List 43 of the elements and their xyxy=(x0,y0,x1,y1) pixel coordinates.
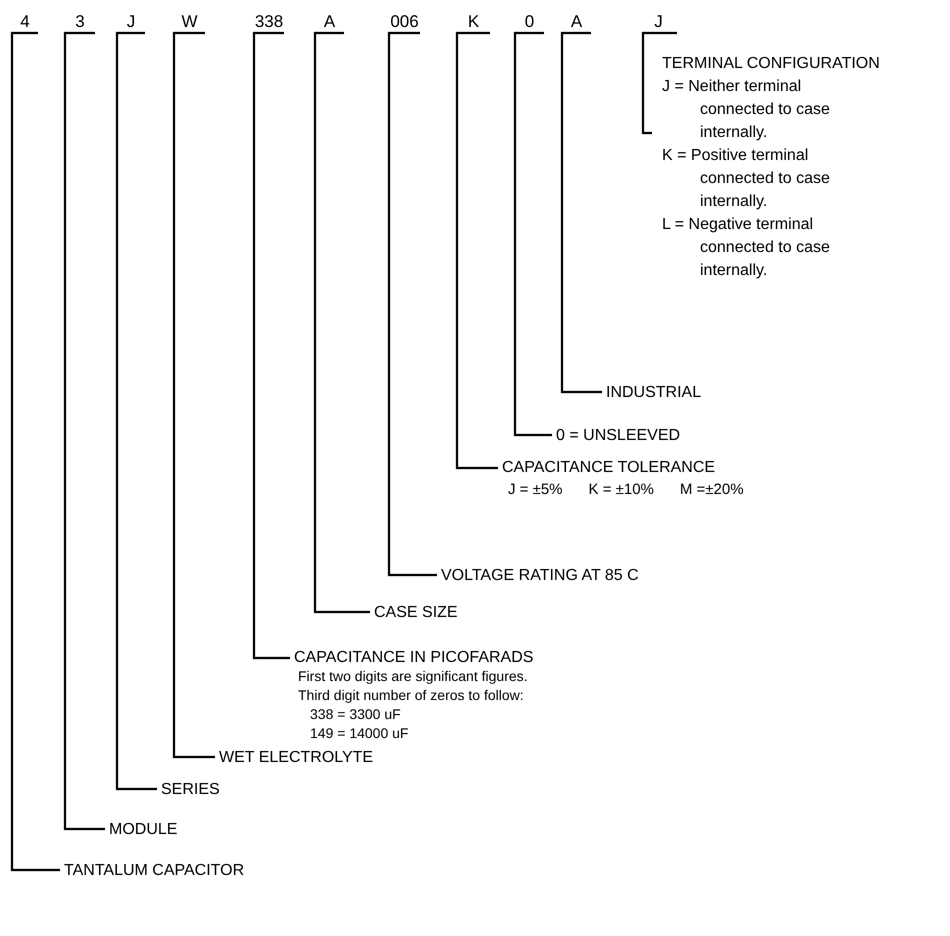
field-description: CAPACITANCE TOLERANCE xyxy=(502,458,716,478)
code-option: J = ±5% xyxy=(508,478,563,500)
code-character: 006 xyxy=(389,12,420,31)
code-character: A xyxy=(562,12,591,31)
leader-line xyxy=(314,32,370,614)
leader-line xyxy=(64,32,105,830)
field-description: VOLTAGE RATING AT 85 C xyxy=(437,564,639,586)
code-character: K xyxy=(457,12,490,31)
field-description: WET ELECTROLYTE xyxy=(215,746,374,768)
leader-line xyxy=(10,32,60,872)
code-character: 338 xyxy=(254,12,284,31)
field-description: INDUSTRIAL xyxy=(602,380,702,404)
leader-line xyxy=(642,32,677,134)
note-text: Third digit number of zeros to follow: xyxy=(297,686,525,705)
code-option: J = Neither terminal connected to case internally. xyxy=(662,74,847,144)
code-option: M =±20% xyxy=(680,478,744,500)
field-description: MODULE xyxy=(105,818,178,840)
code-character: 0 xyxy=(515,12,544,31)
code-character: 4 xyxy=(12,12,38,31)
code-option: K = Positive terminal connected to case internally. xyxy=(662,144,847,212)
leader-line xyxy=(514,32,552,436)
code-character: J xyxy=(640,12,677,31)
code-character: W xyxy=(174,12,205,31)
leader-line xyxy=(252,32,290,660)
leader-line xyxy=(172,32,215,758)
code-character: J xyxy=(117,12,145,31)
code-character: 3 xyxy=(65,12,95,31)
field-description: TERMINAL CONFIGURATION xyxy=(662,54,880,74)
code-character: A xyxy=(315,12,344,31)
field-description: 0 = UNSLEEVED xyxy=(552,424,680,446)
code-option: L = Negative terminal connected to case internally. xyxy=(662,212,847,282)
field-description: CASE SIZE xyxy=(370,600,458,624)
code-option: K = ±10% xyxy=(588,478,654,500)
leader-line xyxy=(388,32,437,576)
example-text: 338 = 3300 uF xyxy=(309,705,402,724)
leader-line xyxy=(456,32,498,470)
note-text: First two digits are significant figures. xyxy=(297,667,529,686)
leader-line xyxy=(116,32,157,790)
field-description: TANTALUM CAPACITOR xyxy=(60,858,244,882)
leader-line xyxy=(560,32,602,394)
example-text: 149 = 14000 uF xyxy=(309,724,410,743)
field-description: CAPACITANCE IN PICOFARADS xyxy=(293,648,534,667)
field-description: SERIES xyxy=(157,778,220,800)
